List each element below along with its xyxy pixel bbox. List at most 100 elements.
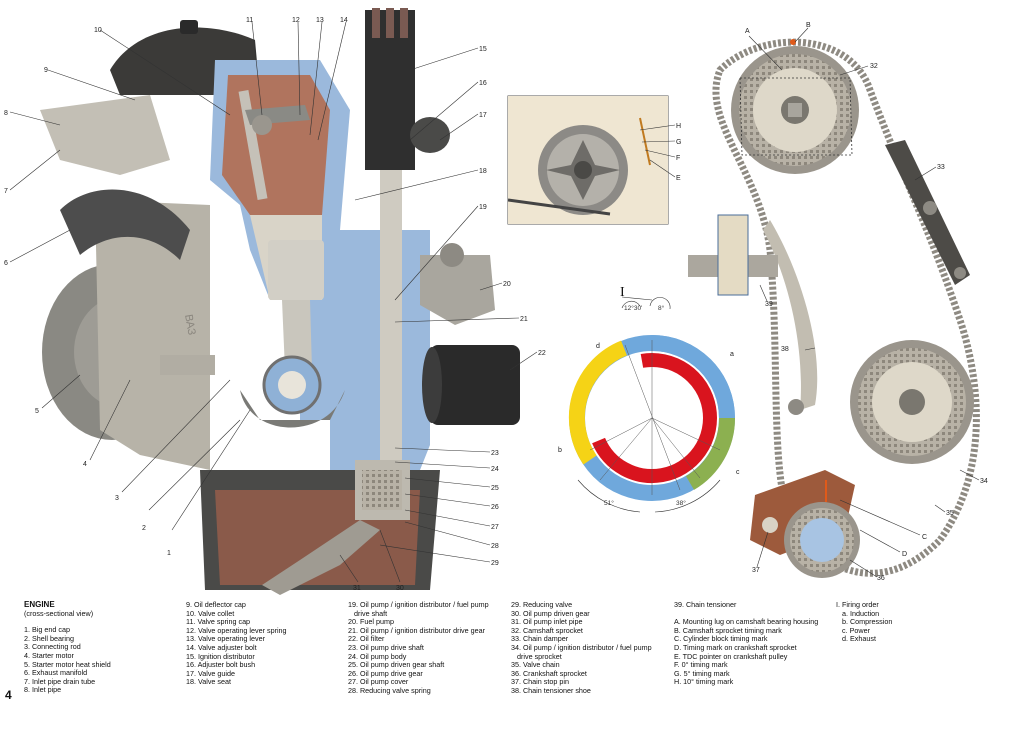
phase-label-c: c (736, 469, 740, 476)
callout-25: 25 (491, 485, 499, 492)
callout-30: 30 (396, 585, 404, 592)
legend-item: 26. Oil pump drive gear (348, 668, 423, 678)
legend-item: 31. Oil pump inlet pipe (511, 617, 583, 627)
phase-ring-d-green (685, 417, 736, 490)
callout-11: 11 (246, 17, 253, 24)
callout-D: D (902, 551, 907, 558)
callout-37: 37 (752, 567, 760, 574)
angle-label-1: 12°30' (624, 304, 642, 312)
legend-col-1: ENGINE (cross-sectional view) 1. Big end… (24, 600, 111, 695)
phase-label-b: b (558, 447, 562, 454)
legend-item: 11. Valve spring cap (186, 617, 251, 627)
legend-item: 27. Oil pump cover (348, 677, 409, 687)
oil-filter (430, 345, 520, 425)
legend-item: 35. Valve chain (511, 660, 560, 670)
phase-ring-b (568, 340, 628, 465)
callout-8: 8 (4, 110, 8, 117)
callout-5: 5 (35, 408, 39, 415)
timing-chain-assembly (688, 38, 980, 578)
legend-item: B. Camshaft sprocket timing mark (674, 625, 782, 635)
legend-item: 12. Valve operating lever spring (186, 625, 287, 635)
callout-C: C (922, 534, 927, 541)
legend-item: 17. Valve guide (186, 668, 236, 678)
legend-item: D. Timing mark on crankshaft sprocket (674, 642, 797, 652)
callout-35: 35 (946, 510, 954, 517)
legend-item: 39. Chain tensioner (674, 600, 737, 609)
legend-item: 14. Valve adjuster bolt (186, 642, 257, 652)
legend-item: drive sprocket (517, 651, 562, 661)
legend-item: H. 10° timing mark (674, 677, 734, 687)
callout-38: 38 (781, 346, 789, 353)
callout-20: 20 (503, 281, 511, 288)
svg-text:ВАЗ: ВАЗ (182, 313, 197, 336)
callout-G: G (676, 139, 681, 146)
callout-19: 19 (479, 204, 487, 211)
legend-item: 29. Reducing valve (511, 600, 573, 609)
engine-block (95, 200, 210, 470)
legend-item: 36. Crankshaft sprocket (511, 668, 587, 678)
callout-E: E (676, 175, 681, 182)
chain-stop-pin (762, 517, 778, 533)
callout-17: 17 (479, 112, 487, 119)
callout-33: 33 (937, 164, 945, 171)
legend-item: drive shaft (354, 608, 388, 618)
figure-subtitle: (cross-sectional view) (24, 608, 94, 618)
legend-item: A. Mounting lug on camshaft bearing hous… (674, 617, 819, 627)
legend-item: 30. Oil pump driven gear (511, 608, 590, 618)
callout-15: 15 (479, 46, 487, 53)
legend-item: 20. Fuel pump (348, 617, 394, 627)
legend-item: 13. Valve operating lever (186, 634, 265, 644)
engine-diagram: ВАЗ (4, 8, 988, 595)
callout-14: 14 (340, 17, 348, 24)
callout-18: 18 (479, 168, 487, 175)
legend-item: d. Exhaust (842, 634, 876, 644)
inlet-manifold (40, 95, 170, 175)
firing-order-diagram (568, 296, 736, 513)
valve (238, 89, 268, 201)
callout-6: 6 (4, 260, 8, 267)
callout-9: 9 (44, 67, 48, 74)
pulley-inset (507, 95, 669, 225)
legend-col-6: I. Firing order a. Induction b. Compress… (836, 600, 893, 644)
callout-29: 29 (491, 560, 499, 567)
legend-item: 4. Starter motor (24, 650, 74, 660)
legend-item: 2. Shell bearing (24, 633, 74, 643)
callout-39: 39 (765, 301, 773, 308)
legend-item: 16. Adjuster bolt bush (186, 660, 256, 670)
legend-item: 24. Oil pump body (348, 651, 407, 661)
oil-pump-inlet-pipe (262, 520, 380, 595)
legend-item: 38. Chain tensioner shoe (511, 685, 591, 695)
callout-32: 32 (870, 63, 878, 70)
engine-cutaway: ВАЗ (40, 8, 520, 595)
callout-16: 16 (479, 80, 487, 87)
legend-col-3: 19. Oil pump / ignition distributor / fu… (348, 600, 489, 696)
callout-23: 23 (491, 450, 499, 457)
legend-col-2: 9. Oil deflector cap 10. Valve collet 11… (186, 600, 287, 687)
phase-label-a: a (730, 351, 734, 358)
inset-callout-lines (639, 124, 676, 178)
piston (268, 240, 324, 300)
callout-27: 27 (491, 524, 499, 531)
phase-ring-c (587, 352, 717, 483)
legend-item: b. Compression (842, 617, 893, 627)
callout-34: 34 (980, 478, 988, 485)
callout-3: 3 (115, 495, 119, 502)
chain-callout-lines (748, 27, 980, 578)
page-number: 4 (5, 688, 12, 702)
angle-label-4: 38° (676, 499, 686, 507)
legend-item: 28. Reducing valve spring (348, 685, 431, 695)
callout-31: 31 (353, 585, 361, 592)
legend-item: c. Power (842, 625, 870, 635)
legend-item: 1. Big end cap (24, 625, 70, 635)
legend-item: 6. Exhaust manifold (24, 668, 88, 678)
callout-A: A (745, 28, 750, 35)
legend-item: C. Cylinder block timing mark (674, 634, 768, 644)
callout-28: 28 (491, 543, 499, 550)
angle-label-3: 51° (604, 499, 614, 507)
legend-item: 3. Connecting rod (24, 642, 81, 652)
legend-item: 18. Valve seat (186, 677, 232, 687)
legend-item: 9. Oil deflector cap (186, 600, 246, 609)
legend-item: 8. Inlet pipe (24, 685, 62, 695)
legend-item: G. 5° timing mark (674, 668, 730, 678)
fuel-pump (420, 255, 495, 325)
